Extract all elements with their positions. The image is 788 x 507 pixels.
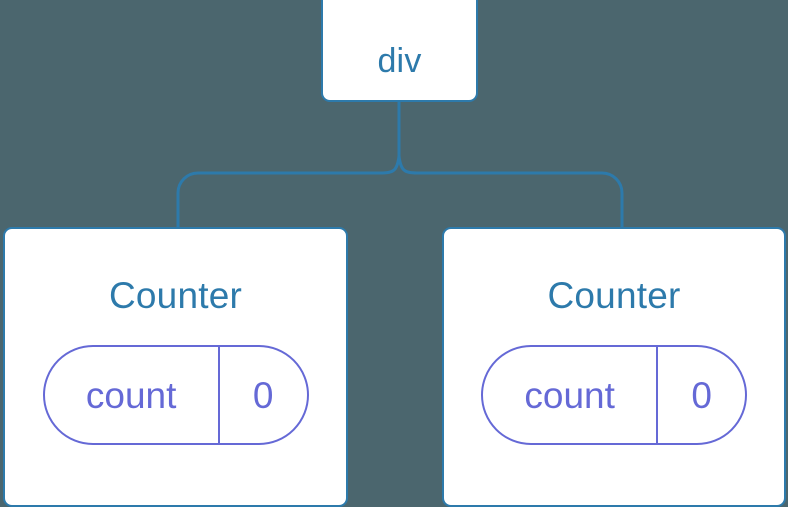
state-value-right: 0 xyxy=(656,347,745,443)
state-value-left: 0 xyxy=(217,347,307,443)
state-pill-left[interactable]: count 0 xyxy=(42,345,309,445)
connector-branch-left xyxy=(176,154,401,229)
diagram-canvas: div Counter count 0 Counter count 0 xyxy=(3,0,786,507)
state-key-right: count xyxy=(524,374,615,416)
node-counter-right-label: Counter xyxy=(547,275,681,316)
node-counter-left[interactable]: Counter count 0 xyxy=(3,227,348,507)
state-pill-right[interactable]: count 0 xyxy=(481,345,747,445)
node-counter-left-label: Counter xyxy=(108,275,243,316)
node-div-label: div xyxy=(377,42,422,80)
connector-branch-right xyxy=(397,154,624,229)
node-div[interactable]: div xyxy=(321,0,478,102)
node-counter-right[interactable]: Counter count 0 xyxy=(442,227,786,507)
state-key-left: count xyxy=(85,374,177,416)
